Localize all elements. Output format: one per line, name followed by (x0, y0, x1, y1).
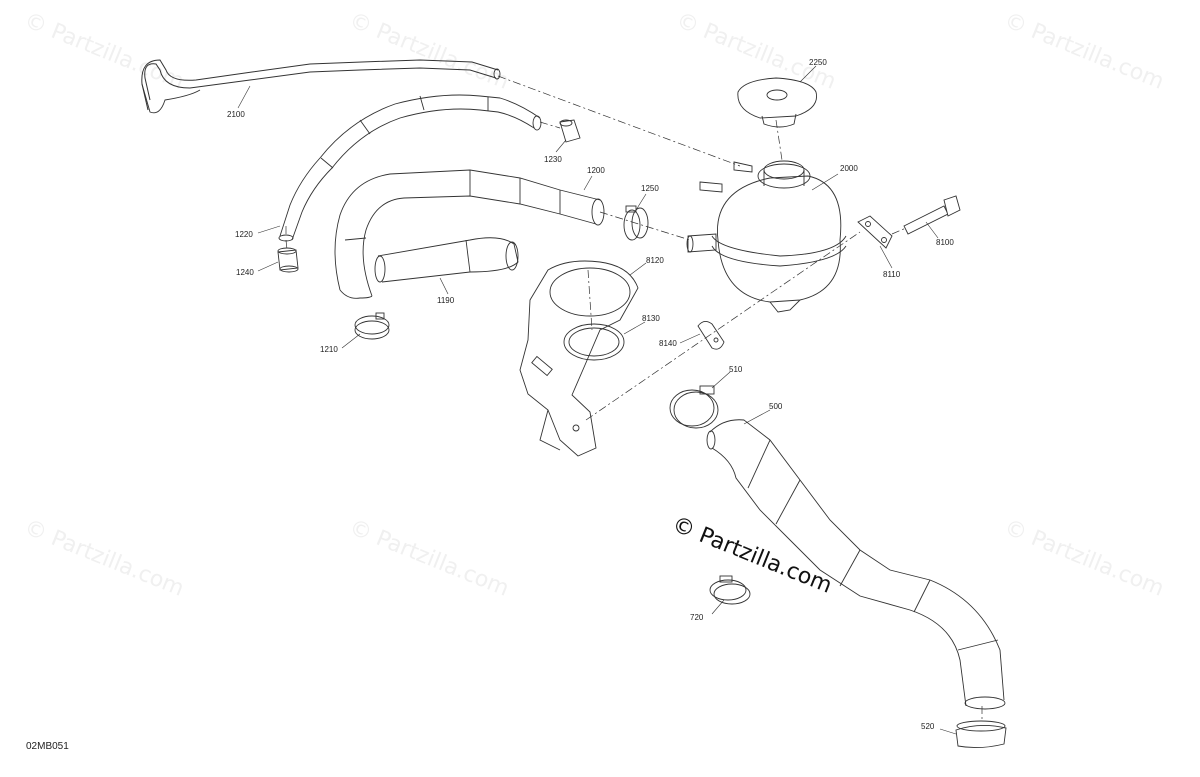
hose-2100[interactable] (141, 59, 501, 114)
callout-1200[interactable]: 1200 (587, 166, 605, 175)
clamp-510[interactable] (669, 385, 719, 429)
grommet-8140[interactable] (697, 321, 725, 350)
callout-1240[interactable]: 1240 (236, 268, 254, 277)
callout-2250[interactable]: 2250 (809, 58, 827, 67)
callout-720[interactable]: 720 (690, 613, 704, 622)
callout-500[interactable]: 500 (769, 402, 783, 411)
callout-510[interactable]: 510 (729, 365, 743, 374)
tank-2000[interactable] (686, 160, 847, 313)
callout-1210[interactable]: 1210 (320, 345, 338, 354)
callout-2100[interactable]: 2100 (227, 110, 245, 119)
callout-8100[interactable]: 8100 (936, 238, 954, 247)
hose-1200[interactable] (334, 169, 605, 299)
callout-1190[interactable]: 1190 (437, 296, 455, 305)
tube-1190[interactable] (374, 237, 519, 283)
clamp-1250[interactable] (623, 205, 649, 241)
callout-520[interactable]: 520 (921, 722, 935, 731)
callout-8120[interactable]: 8120 (646, 256, 664, 265)
callout-1220[interactable]: 1220 (235, 230, 253, 239)
ring-8130[interactable] (563, 323, 625, 361)
hose-500[interactable] (706, 419, 1006, 710)
plate-8110[interactable] (857, 215, 893, 249)
bracket-8120[interactable] (519, 260, 639, 457)
callout-1250[interactable]: 1250 (641, 184, 659, 193)
callout-2000[interactable]: 2000 (840, 164, 858, 173)
clamp-520[interactable] (955, 720, 1007, 749)
clamp-720[interactable] (709, 575, 751, 605)
sleeve-1240[interactable] (277, 247, 299, 273)
clamp-1210[interactable] (354, 312, 390, 340)
callout-1230[interactable]: 1230 (544, 155, 562, 164)
callout-8130[interactable]: 8130 (642, 314, 660, 323)
figure-code: 02MB051 (26, 741, 69, 752)
callout-8140[interactable]: 8140 (659, 339, 677, 348)
callout-8110[interactable]: 8110 (883, 270, 901, 279)
cap-2250[interactable] (737, 77, 818, 128)
bolt-8100[interactable] (903, 195, 961, 235)
hose-1220[interactable] (278, 94, 542, 242)
sleeve-1230[interactable] (559, 119, 581, 143)
